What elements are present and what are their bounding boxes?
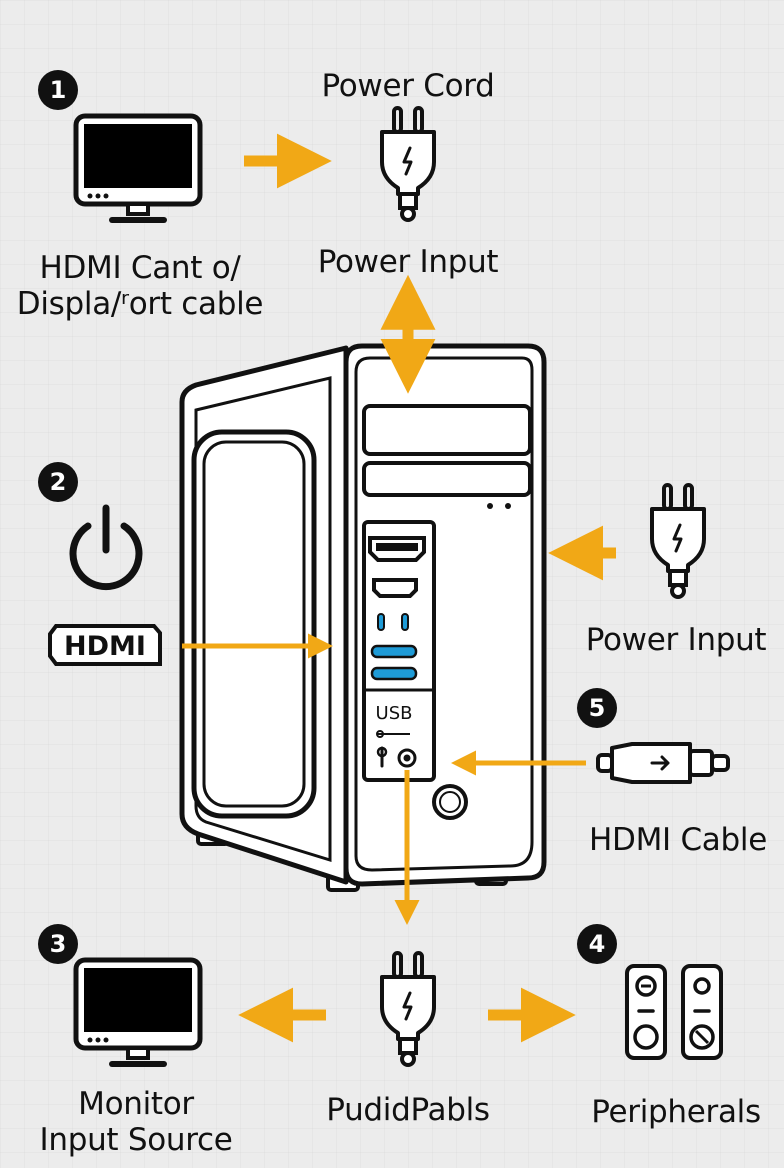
monitor-label-line2: Input Source bbox=[39, 1122, 233, 1158]
hdmi-logo-icon: HDMI bbox=[48, 624, 162, 666]
hdmi-cable-label: HDMI Cable bbox=[589, 822, 767, 858]
hdmi-cable-plug-icon bbox=[596, 742, 730, 784]
plug-icon bbox=[650, 483, 706, 599]
peripherals-label: Peripherals bbox=[591, 1094, 761, 1130]
monitor-label-line1: Monitor bbox=[78, 1086, 194, 1122]
arrow-icon bbox=[238, 133, 616, 1043]
hdmi-display-cable-label-line2: Displa/ʳort cable bbox=[16, 286, 264, 322]
step-badge-2: 2 bbox=[38, 462, 78, 502]
hdmi-display-cable-label-line1: HDMI Cant o/ bbox=[39, 250, 241, 286]
step-badge-1: 1 bbox=[38, 70, 78, 110]
plug-icon bbox=[380, 106, 436, 222]
step-badge-3: 3 bbox=[38, 924, 78, 964]
power-symbol-icon bbox=[69, 504, 143, 591]
step-badge-5: 5 bbox=[577, 688, 617, 728]
speakers-icon bbox=[625, 964, 723, 1060]
monitor-icon bbox=[76, 960, 200, 1064]
hdmi-logo-text: HDMI bbox=[64, 631, 146, 662]
step-badge-4: 4 bbox=[577, 924, 617, 964]
plug-icon bbox=[380, 951, 436, 1067]
pudidpabls-label: PudidPabls bbox=[326, 1092, 490, 1128]
power-cord-label: Power Cord bbox=[321, 68, 495, 104]
arrow-icon bbox=[182, 633, 420, 925]
usb-port-label: USB bbox=[376, 703, 413, 724]
power-input-label-top: Power Input bbox=[317, 244, 499, 280]
pc-tower-icon bbox=[179, 343, 547, 892]
power-input-label-right: Power Input bbox=[585, 622, 767, 658]
monitor-icon bbox=[76, 116, 200, 220]
